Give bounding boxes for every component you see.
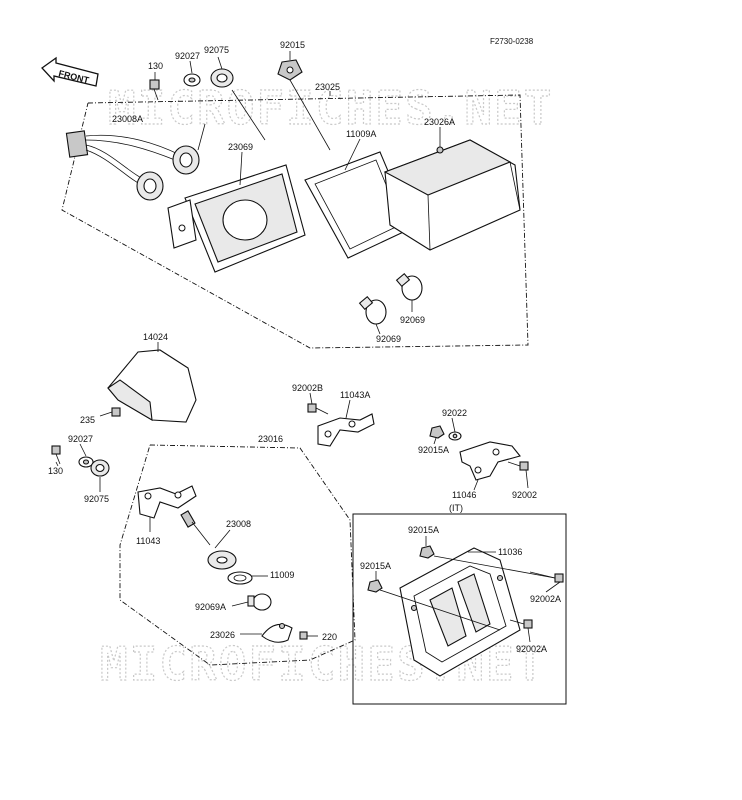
nut-92015A-top — [429, 425, 445, 439]
label-220: 220 — [322, 632, 337, 642]
diagram-code: F2730-0238 — [490, 37, 534, 46]
leader-92002 — [525, 469, 529, 489]
plate-bracket-11036 — [399, 547, 521, 677]
bolt-92002B — [307, 403, 329, 415]
watermark-top: MICROFICHES.NET — [108, 81, 553, 135]
label-130-top: 130 — [148, 61, 163, 71]
label-92015A-box: 92015A — [408, 525, 439, 535]
leader-130-mid — [55, 461, 59, 467]
lens-23026 — [261, 622, 293, 643]
housing-23069 — [167, 164, 306, 273]
label-23026: 23026 — [210, 630, 235, 640]
label-23008: 23008 — [226, 519, 251, 529]
washer-92022 — [448, 431, 462, 441]
leader-hole-line-left — [379, 589, 501, 631]
bolt-92002 — [507, 461, 529, 471]
label-11043: 11043 — [136, 536, 160, 546]
label-23069: 23069 — [228, 142, 253, 152]
screw-235 — [99, 407, 121, 417]
label-11046: 11046 — [452, 490, 476, 500]
wire-harness-23008A — [65, 130, 200, 201]
leader-92002A-bottom — [527, 627, 531, 643]
washer-92027-top — [183, 73, 201, 87]
leaders-top — [154, 51, 441, 335]
label-23025: 23025 — [315, 82, 340, 92]
label-92069A: 92069A — [195, 602, 226, 612]
label-92015A-left: 92015A — [360, 561, 391, 571]
bulb-92069-right — [395, 272, 423, 301]
bulb-92069A — [247, 593, 272, 611]
label-92002: 92002 — [512, 490, 537, 500]
label-235: 235 — [80, 415, 95, 425]
leader-11043A — [345, 399, 351, 419]
label-92015-top: 92015 — [280, 40, 305, 50]
bracket-11043A — [317, 413, 375, 447]
leader-23008 — [214, 529, 231, 549]
label-11009A: 11009A — [346, 129, 376, 139]
label-23008A: 23008A — [112, 114, 143, 124]
label-92015A-top: 92015A — [418, 445, 449, 455]
label-92002A-right: 92002A — [530, 594, 561, 604]
grommet-92075-top — [210, 68, 234, 88]
washer-92027-mid — [78, 456, 94, 468]
leader-92069A — [231, 601, 249, 607]
cover-14024 — [107, 342, 197, 423]
assembly-boundary-23025 — [61, 94, 529, 349]
leader-92002B — [309, 392, 313, 405]
assembly-boundary-23016 — [119, 444, 356, 666]
label-92027-top: 92027 — [175, 51, 200, 61]
bolt-130-mid — [51, 445, 61, 465]
label-23016: 23016 — [258, 434, 283, 444]
lens-23026A — [383, 139, 521, 251]
leader-92027-mid — [79, 443, 87, 457]
bolt-130-top — [149, 79, 160, 101]
front-arrow-icon: FRONT — [41, 56, 99, 87]
label-14024: 14024 — [143, 332, 168, 342]
label-11009: 11009 — [270, 570, 294, 580]
label-92069-right: 92069 — [400, 315, 425, 325]
label-92069-bottom: 92069 — [376, 334, 401, 344]
label-92027-mid: 92027 — [68, 434, 93, 444]
label-92002A-bottom: 92002A — [516, 644, 547, 654]
grommet-92075-mid — [90, 459, 110, 477]
label-130-mid: 130 — [48, 466, 63, 476]
variant-label: (IT) — [449, 503, 463, 513]
label-11043A: 11043A — [340, 390, 370, 400]
bracket-11043 — [137, 485, 197, 519]
bolt-92002A-right — [529, 571, 564, 583]
nut-92015A-left — [367, 579, 383, 593]
label-92075-top: 92075 — [204, 45, 229, 55]
label-23026A: 23026A — [424, 117, 455, 127]
socket-23008 — [180, 510, 237, 570]
leader-11046 — [473, 479, 479, 491]
label-92075-mid: 92075 — [84, 494, 109, 504]
nut-92015-top — [277, 59, 303, 81]
nut-92015A-box — [419, 545, 435, 559]
gasket-11009 — [227, 571, 253, 585]
variant-box-IT — [352, 513, 567, 705]
label-92002B: 92002B — [292, 383, 323, 393]
leader-92022 — [451, 417, 456, 433]
leader-hole-line-top — [433, 555, 556, 579]
leader-92002A-right — [545, 581, 561, 593]
leader-92015A-top — [433, 437, 437, 445]
label-11036: 11036 — [498, 547, 522, 557]
bracket-11046 — [459, 441, 521, 481]
bulb-92069-bottom — [358, 295, 387, 325]
label-92022: 92022 — [442, 408, 467, 418]
screw-220 — [299, 631, 318, 640]
